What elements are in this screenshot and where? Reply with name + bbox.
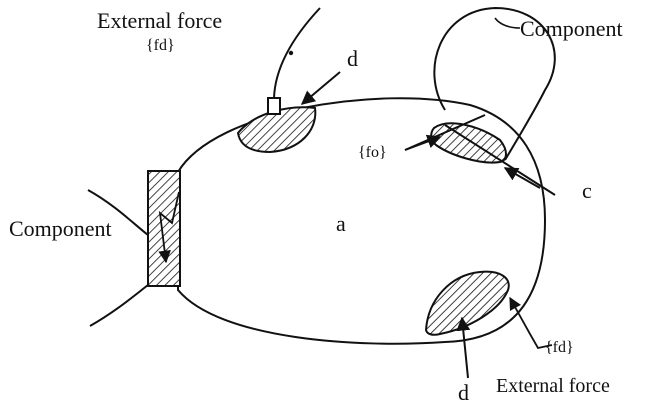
right-component-leader <box>494 17 521 29</box>
a-label: a <box>336 211 346 236</box>
fd-top-label: {fd} <box>146 37 175 54</box>
left-component-curve-top <box>87 189 149 236</box>
fo-arrow <box>404 134 442 151</box>
left-component-curve-bottom <box>89 284 149 327</box>
c-label: c <box>582 178 592 203</box>
bottom-force-arrow <box>509 296 553 350</box>
left-connection-block <box>147 170 181 287</box>
bottom-d-arrow <box>456 316 471 379</box>
sensor-box <box>267 97 281 115</box>
bottom-hatched-region <box>424 270 510 336</box>
external-force-top-label: External force <box>97 8 223 33</box>
sensor-wire-dot <box>288 50 294 56</box>
top-force-arrow <box>158 191 180 264</box>
right-component-loop <box>433 6 556 161</box>
fd-bottom-label: {fd} <box>545 339 574 356</box>
sensor-wire <box>273 7 321 99</box>
d-bottom-label: d <box>458 380 469 405</box>
right-cut-line <box>444 124 556 196</box>
external-force-bottom-label: External force <box>496 375 610 397</box>
component-left-label: Component <box>9 216 112 241</box>
component-right-label: Component <box>520 16 623 41</box>
main-body-outline <box>177 97 547 345</box>
d-top-label: d <box>347 46 358 71</box>
c-arrow <box>503 167 541 189</box>
top-d-arrow <box>300 71 341 105</box>
fo-label: {fo} <box>358 144 387 161</box>
